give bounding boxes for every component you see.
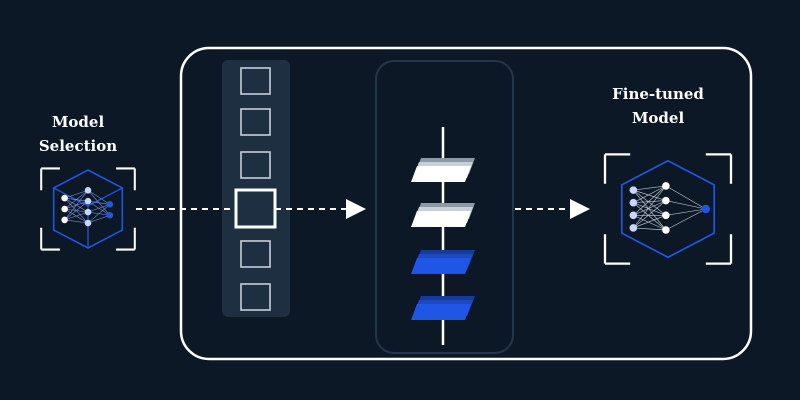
layer-block-white-1 bbox=[411, 158, 475, 182]
finetuned-line2: Model bbox=[631, 109, 685, 127]
token-square-5 bbox=[240, 240, 271, 268]
layers-panel bbox=[375, 60, 514, 354]
token-square-6 bbox=[240, 283, 271, 311]
model-selection-line1: Model bbox=[51, 113, 105, 131]
model-selection-label: Model Selection bbox=[20, 110, 136, 158]
model-selection-line2: Selection bbox=[38, 137, 118, 155]
finetuned-line1: Fine-tuned bbox=[612, 85, 704, 103]
layer-block-blue-2 bbox=[411, 296, 475, 320]
token-square-3 bbox=[240, 151, 271, 179]
token-square-1 bbox=[240, 67, 271, 95]
layer-block-blue-1 bbox=[411, 250, 475, 274]
pipeline-frame bbox=[179, 46, 753, 361]
neural-network-cube-icon bbox=[603, 153, 733, 265]
layers-panel-border bbox=[375, 60, 514, 354]
layer-block-white-2 bbox=[411, 203, 475, 227]
token-square-2 bbox=[240, 108, 271, 136]
neural-network-cube-icon bbox=[40, 167, 136, 251]
token-column bbox=[222, 60, 290, 317]
finetuned-model-label: Fine-tuned Model bbox=[596, 82, 720, 130]
